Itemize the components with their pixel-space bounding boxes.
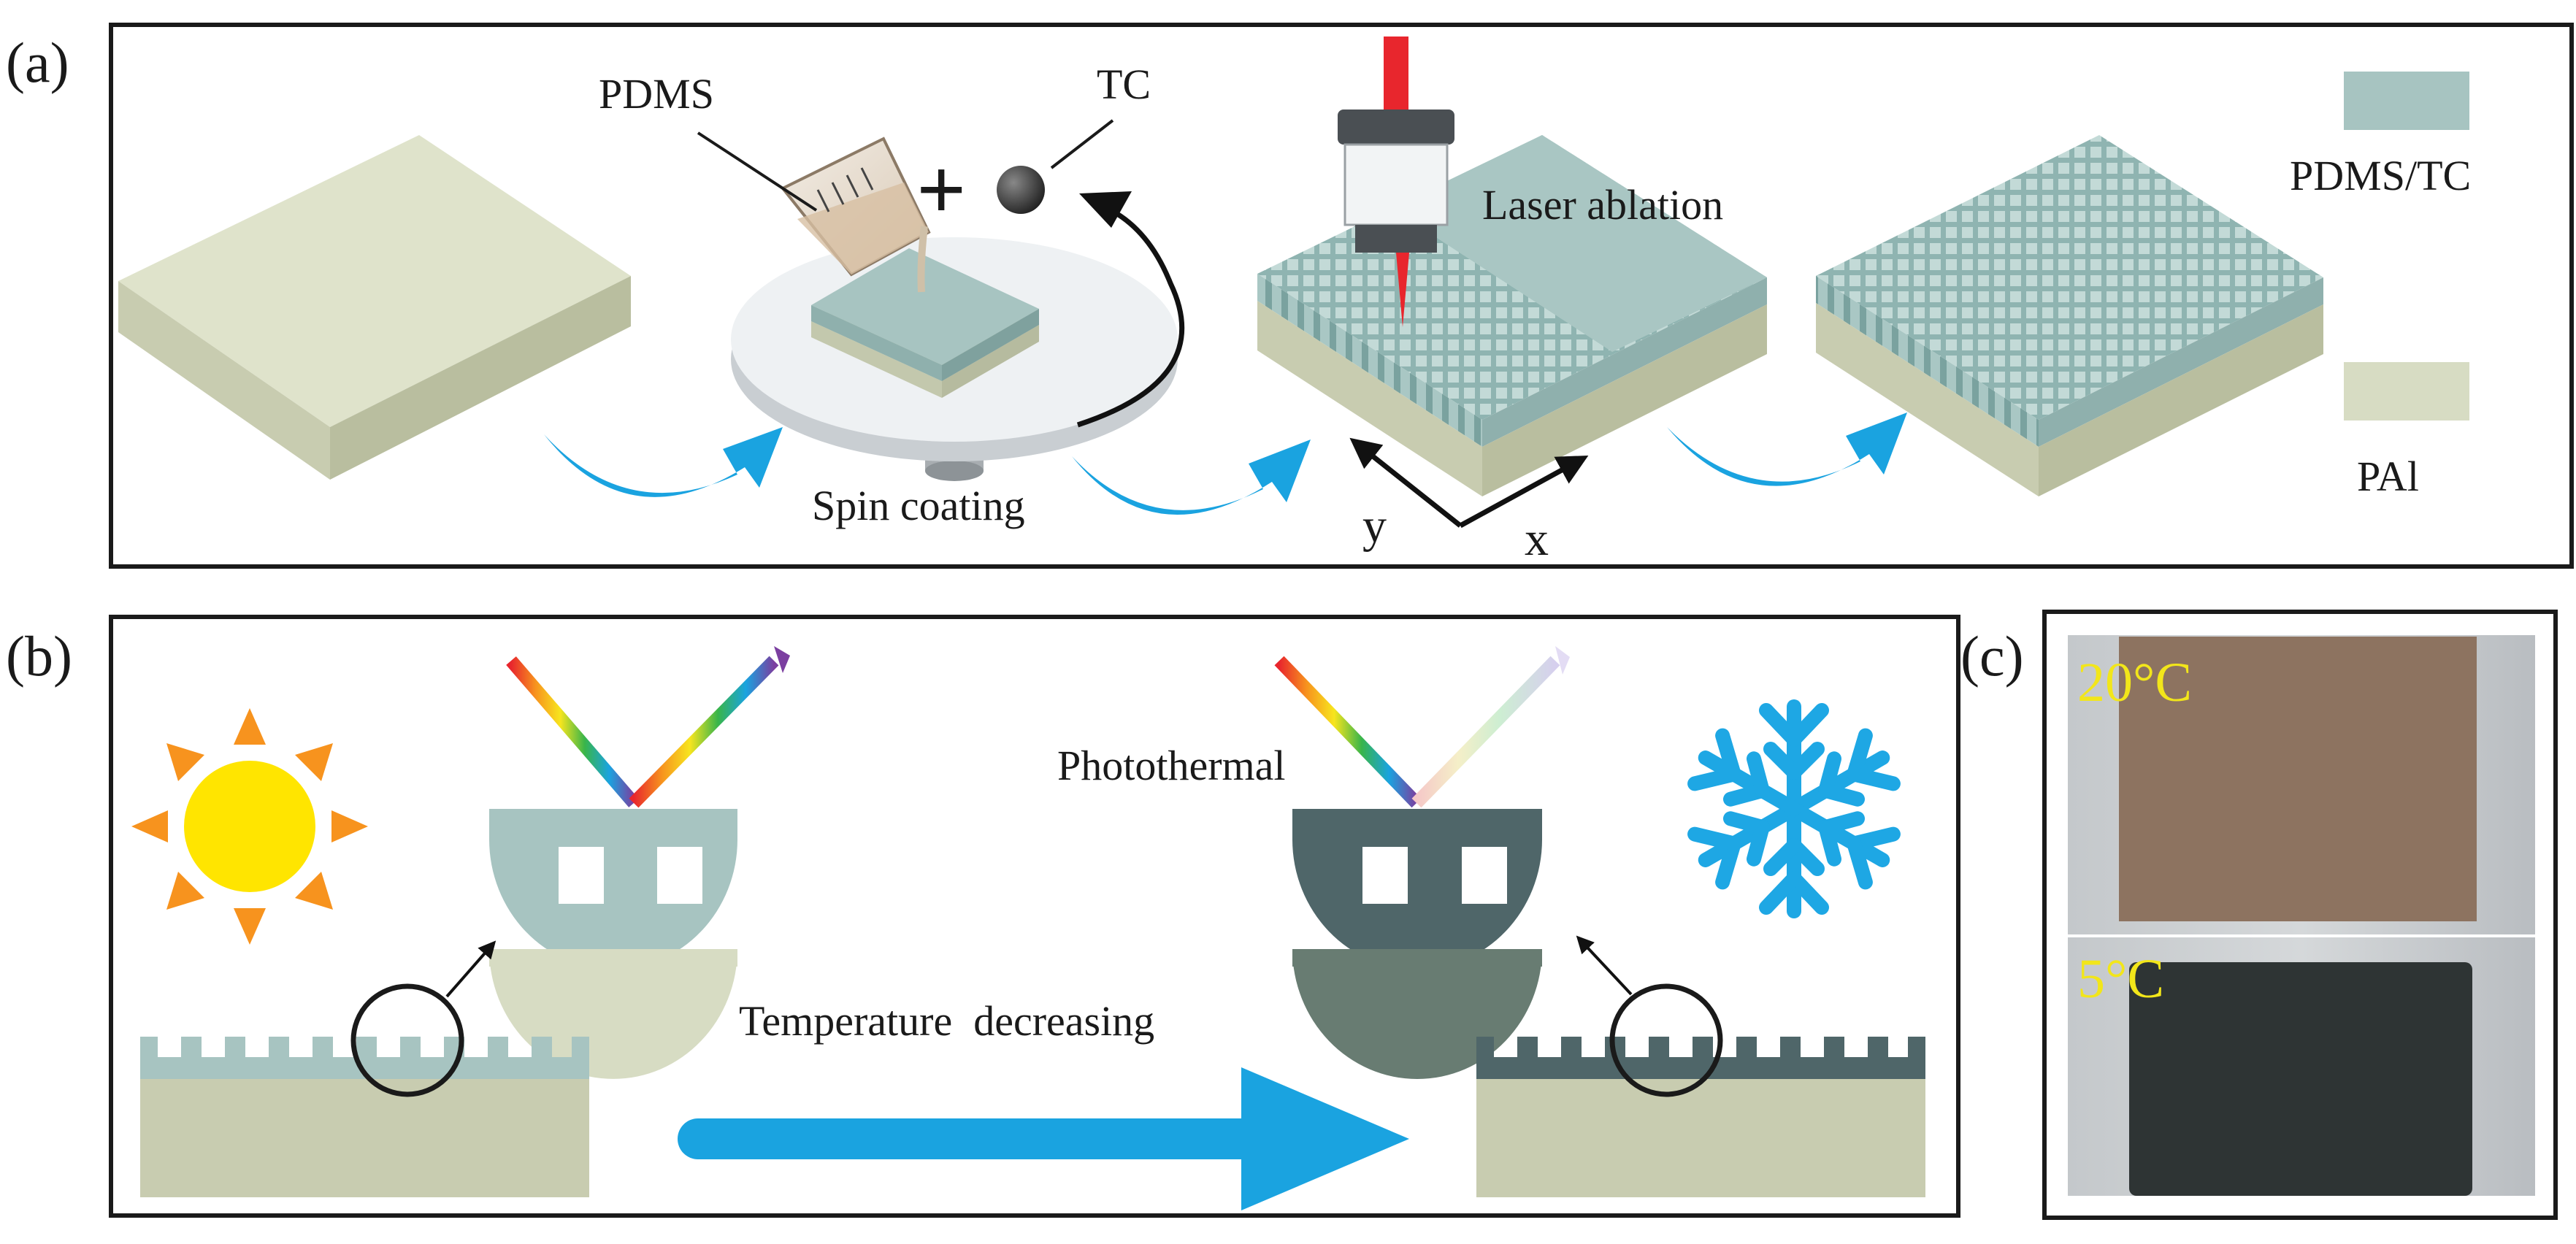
photo-20c-label: 20°C — [2077, 652, 2192, 713]
rotation-arrow — [1076, 201, 1185, 428]
panel-a-label: (a) — [6, 31, 69, 94]
legend: PDMS/TC PAl — [2290, 72, 2471, 500]
axis-y-label: y — [1362, 499, 1387, 553]
panel-c: (c) 20°C 5°C — [1960, 610, 2558, 1220]
tc-leader — [1050, 119, 1114, 169]
process-arrow-3 — [1667, 412, 1907, 486]
laser-head — [1338, 37, 1454, 327]
label-spin-coating: Spin coating — [812, 482, 1025, 529]
legend-swatch-pdms-tc — [2344, 72, 2469, 130]
substrate-warm — [140, 940, 589, 1197]
label-tc: TC — [1097, 61, 1151, 108]
light-cool — [1274, 646, 1570, 808]
snowflake-icon — [1692, 699, 1896, 911]
label-pdms: PDMS — [599, 70, 714, 118]
photo-5c: 5°C — [2068, 937, 2535, 1196]
pal-block — [118, 135, 631, 480]
photo-5c-label: 5°C — [2077, 948, 2164, 1010]
spin-coater — [731, 237, 1178, 481]
axis-x-label: x — [1525, 512, 1549, 566]
pdms-leader — [697, 131, 818, 212]
label-photothermal: Photothermal — [1057, 742, 1286, 789]
panel-b: (b) — [6, 615, 1960, 1218]
laser-ablation-block — [1257, 135, 1767, 496]
substrate-cool — [1476, 935, 1925, 1197]
legend-label-pdms-tc: PDMS/TC — [2290, 152, 2471, 199]
panel-b-label: (b) — [6, 624, 72, 688]
panel-a-frame — [109, 23, 2574, 569]
zoom-cool — [1292, 809, 1542, 1079]
photo-20c: 20°C — [2068, 635, 2535, 934]
legend-swatch-pal — [2344, 362, 2469, 421]
temperature-arrow — [678, 1067, 1409, 1210]
legend-label-pal: PAl — [2357, 453, 2419, 500]
sun-icon — [131, 708, 368, 945]
label-plus: + — [916, 141, 966, 238]
process-arrow-1 — [544, 427, 783, 497]
photo-20c-sample — [2119, 637, 2477, 921]
process-arrow-2 — [1072, 439, 1311, 515]
panel-c-label: (c) — [1960, 624, 2024, 688]
rotation-arrow-head — [1079, 191, 1132, 228]
tc-particle — [997, 166, 1045, 214]
axis-indicator: y x — [1349, 437, 1589, 566]
photo-5c-sample — [2129, 962, 2472, 1196]
panel-a: (a) — [6, 23, 2574, 569]
textured-block — [1816, 135, 2323, 496]
panel-b-frame — [109, 615, 1960, 1218]
beaker-icon — [780, 137, 931, 293]
label-laser-ablation: Laser ablation — [1482, 181, 1723, 229]
panel-c-frame — [2042, 610, 2558, 1220]
zoom-warm — [489, 809, 737, 1079]
label-temperature-decreasing: Temperature decreasing — [739, 997, 1154, 1045]
light-warm — [506, 646, 790, 808]
